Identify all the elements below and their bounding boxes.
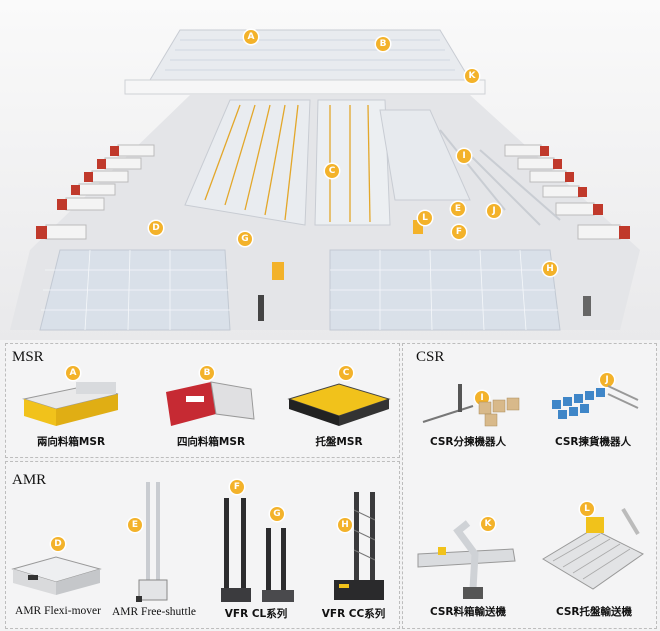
amr-title: AMR [12,472,47,488]
vfr-cl-image [221,498,294,602]
csr-item-tag: I [475,391,489,405]
tote-conveyor-image [417,520,516,599]
msr-panel: MSR A 兩向料箱MSR B 四向料箱MSR C 托盤MSR [5,343,400,458]
csr-item-pallet-conveyor: L CSR托盤輸送機 [538,499,650,619]
small-robots [258,220,591,321]
amr-item-label: VFR CC系列 [321,608,386,620]
callout-j: J [487,204,501,218]
amr-item-label: AMR Flexi-mover [15,605,101,617]
msr-item-label: 兩向料箱MSR [36,436,106,448]
central-rack-yellow-uprights [204,104,371,223]
callout-h: H [543,262,557,276]
callout-b: B [376,37,390,51]
mezzanine-platform [124,79,486,95]
msr-item-four-way-tote: B 四向料箱MSR [156,364,266,454]
trucks-right [504,144,630,240]
msr-item-two-way-tote: A 兩向料箱MSR [16,364,126,454]
csr-item-label: CSR料箱輸送機 [429,606,507,618]
amr-item-vfr-cc: H VFR CC系列 [306,480,401,626]
csr-panel: CSR I CSR分揀機器人 J CSR揀貨機器人 K [402,343,657,629]
callout-f: F [452,225,466,239]
csr-item-tag: K [481,517,495,531]
amr-item-flexi-mover: D AMR Flexi-mover [8,527,108,627]
msr-item-label: 四向料箱MSR [176,436,246,448]
callout-e: E [451,202,465,216]
trucks-left [36,144,155,240]
msr-item-label: 托盤MSR [315,436,363,448]
csr-item-tag: J [600,373,614,387]
bottom-left-rack-grid [41,249,230,331]
amr-panel: AMR D AMR Flexi-mover E AMR Free-shuttle… [5,461,400,629]
callout-l: L [418,211,432,225]
picking-robot-image [552,385,639,419]
amr-item-vfr-cl: F G VFR CL系列 [206,480,306,626]
callout-g: G [238,232,252,246]
callout-k: K [465,69,479,83]
pallet-conveyor-image [542,507,644,590]
amr-item-tag: E [128,518,142,532]
callout-a: A [244,30,258,44]
four-way-tote-robot-image [166,381,255,426]
top-rack-lines [165,39,455,71]
callout-d: D [149,221,163,235]
pallet-robot-image [287,383,391,426]
flexi-mover-image [11,556,102,595]
csr-item-label: CSR分揀機器人 [429,436,507,448]
amr-item-tag: D [51,537,65,551]
csr-title: CSR [416,349,445,365]
amr-item-tag-secondary: G [270,507,284,521]
amr-item-label: AMR Free-shuttle [111,606,196,618]
sorting-robot-image [422,384,520,427]
msr-title: MSR [12,349,44,365]
callout-c: C [325,164,339,178]
msr-item-pallet: C 托盤MSR [284,364,394,454]
amr-item-tag: H [338,518,352,532]
vfr-cc-image [334,492,384,600]
csr-item-picking-robot: J CSR揀貨機器人 [538,364,648,454]
right-conveyors [439,129,561,226]
amr-item-free-shuttle: E AMR Free-shuttle [109,480,199,626]
free-shuttle-image [136,482,168,602]
central-rack-right [314,99,391,226]
amr-item-label: VFR CL系列 [224,608,288,620]
warehouse-floor-svg [10,29,640,331]
msr-item-tag: C [339,366,353,380]
amr-item-tag: F [230,480,244,494]
csr-item-label: CSR托盤輸送機 [555,606,633,618]
msr-item-tag: B [200,366,214,380]
msr-item-tag: A [66,366,80,380]
csr-item-tote-conveyor: K CSR料箱輸送機 [413,509,523,619]
bottom-right-rack-grid [330,249,558,331]
two-way-tote-robot-image [22,382,119,426]
central-rack-left [184,99,311,226]
csr-item-label: CSR揀貨機器人 [554,436,632,448]
csr-item-tag: L [580,502,594,516]
top-rack-block [149,29,471,81]
callout-i: I [457,149,471,163]
warehouse-overview-illustration: A B K I C E J L D F G H [0,0,660,340]
csr-item-sorting-robot: I CSR分揀機器人 [413,364,523,454]
right-rack [379,109,471,201]
